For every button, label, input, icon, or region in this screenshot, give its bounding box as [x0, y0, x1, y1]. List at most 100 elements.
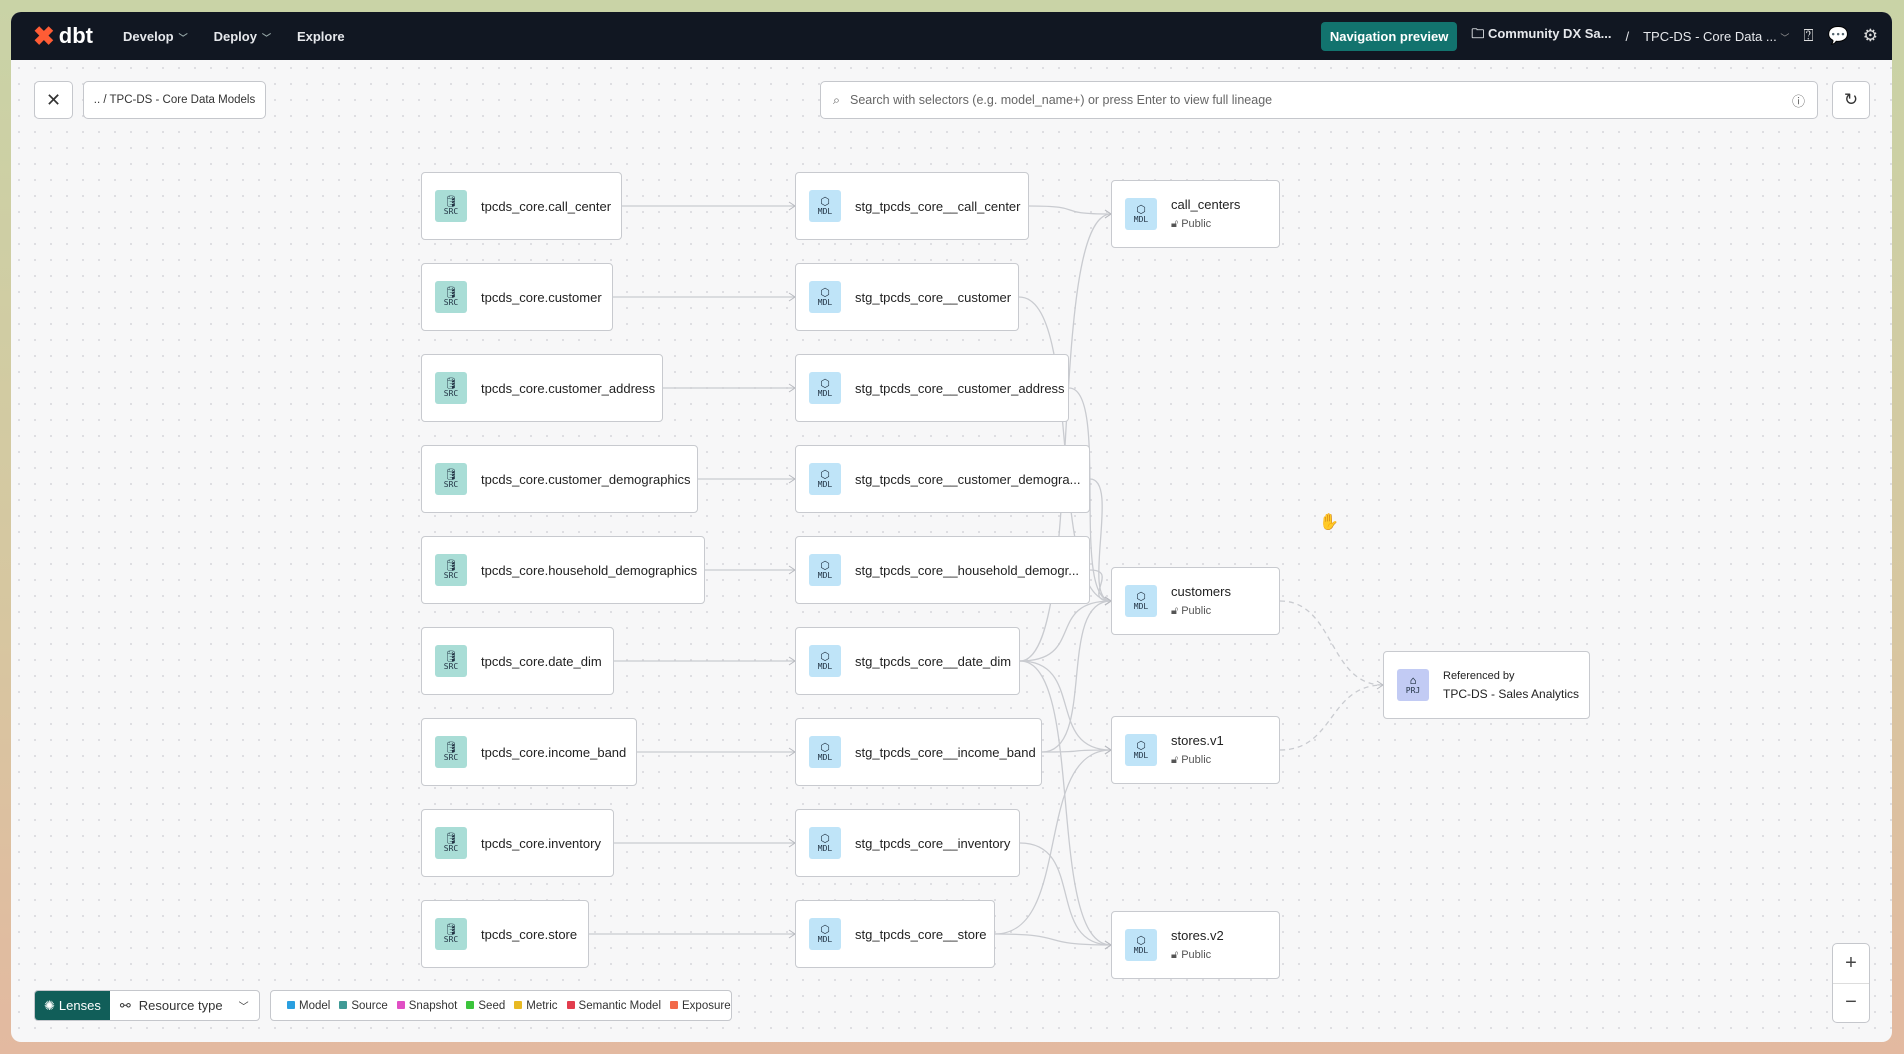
- nav-explore[interactable]: Explore: [296, 28, 345, 44]
- node-text: stg_tpcds_core__call_center: [855, 199, 1021, 214]
- node-text: tpcds_core.customer_demographics: [481, 472, 691, 487]
- lenses-button[interactable]: ✺Lenses: [35, 991, 110, 1020]
- staging-model-node[interactable]: ⬡MDL stg_tpcds_core__inventory: [795, 809, 1020, 877]
- node-text: tpcds_core.household_demographics: [481, 563, 697, 578]
- staging-model-node[interactable]: ⬡MDL stg_tpcds_core__customer: [795, 263, 1019, 331]
- mdl-badge-icon: ⬡MDL: [1125, 198, 1157, 230]
- src-badge-icon: 🛢︎SRC: [435, 918, 467, 950]
- cross-project-edge: [1279, 684, 1384, 751]
- node-name: stg_tpcds_core__income_band: [855, 744, 1036, 760]
- node-text: tpcds_core.customer: [481, 290, 602, 305]
- node-name: stg_tpcds_core__customer: [855, 289, 1012, 305]
- node-name: tpcds_core.income_band: [481, 744, 627, 760]
- staging-model-node[interactable]: ⬡MDL stg_tpcds_core__customer_demogra...: [795, 445, 1090, 513]
- legend-item-semantic-model[interactable]: Semantic Model: [566, 1000, 661, 1012]
- model-node[interactable]: ⬡MDL stores.v1🔓︎ Public: [1111, 716, 1280, 784]
- badge-label: MDL: [1133, 750, 1149, 760]
- project-selector[interactable]: TPC-DS - Core Data ... ﹀: [1643, 29, 1789, 44]
- close-button[interactable]: ✕: [34, 81, 73, 119]
- search-placeholder: Search with selectors (e.g. model_name+)…: [850, 93, 1273, 107]
- unlock-icon: 🔓︎: [1171, 754, 1182, 766]
- nav-deploy[interactable]: Deploy﹀: [214, 29, 271, 44]
- feedback-icon[interactable]: 💬: [1827, 26, 1849, 45]
- info-icon[interactable]: ⓘ: [1791, 93, 1805, 109]
- staging-model-node[interactable]: ⬡MDL stg_tpcds_core__call_center: [795, 172, 1029, 240]
- node-name: tpcds_core.household_demographics: [481, 562, 698, 578]
- search-input[interactable]: ⌕ Search with selectors (e.g. model_name…: [820, 81, 1818, 119]
- nav-develop[interactable]: Develop﹀: [123, 29, 188, 44]
- source-node[interactable]: 🛢︎SRC tpcds_core.date_dim: [421, 627, 614, 695]
- src-badge-icon: 🛢︎SRC: [435, 736, 467, 768]
- staging-model-node[interactable]: ⬡MDL stg_tpcds_core__household_demogr...: [795, 536, 1090, 604]
- staging-model-node[interactable]: ⬡MDL stg_tpcds_core__customer_address: [795, 354, 1069, 422]
- badge-label: MDL: [1133, 214, 1149, 224]
- source-node[interactable]: 🛢︎SRC tpcds_core.household_demographics: [421, 536, 705, 604]
- badge-label: SRC: [443, 388, 459, 398]
- node-name: tpcds_core.date_dim: [481, 653, 602, 669]
- source-node[interactable]: 🛢︎SRC tpcds_core.store: [421, 900, 589, 968]
- badge-label: SRC: [443, 206, 459, 216]
- staging-model-node[interactable]: ⬡MDL stg_tpcds_core__income_band: [795, 718, 1042, 786]
- node-text: stg_tpcds_core__inventory: [855, 836, 1010, 851]
- legend-item-exposure[interactable]: Exposure: [670, 1000, 731, 1012]
- access-label: 🔓︎ Public: [1171, 605, 1231, 618]
- legend-item-metric[interactable]: Metric: [514, 1000, 558, 1012]
- node-name: call_centers: [1171, 197, 1241, 212]
- node-text: call_centers🔓︎ Public: [1171, 197, 1240, 231]
- source-node[interactable]: 🛢︎SRC tpcds_core.customer_address: [421, 354, 663, 422]
- legend-item-source[interactable]: Source: [339, 1000, 388, 1012]
- account-breadcrumb[interactable]: 🗀 Community DX Sa...: [1471, 25, 1611, 47]
- dbt-logo[interactable]: ✖dbt: [33, 20, 93, 51]
- source-node[interactable]: 🛢︎SRC tpcds_core.call_center: [421, 172, 622, 240]
- node-text: stg_tpcds_core__customer_demogra...: [855, 472, 1080, 487]
- legend-item-snapshot[interactable]: Snapshot: [396, 1000, 457, 1012]
- badge-label: PRJ: [1405, 685, 1421, 695]
- source-node[interactable]: 🛢︎SRC tpcds_core.customer: [421, 263, 613, 331]
- breadcrumb-separator: /: [1625, 28, 1630, 44]
- settings-icon[interactable]: ⚙: [1862, 26, 1878, 45]
- source-node[interactable]: 🛢︎SRC tpcds_core.customer_demographics: [421, 445, 698, 513]
- breadcrumb[interactable]: .. / TPC-DS - Core Data Models: [83, 81, 266, 119]
- unlock-icon: 🔓︎: [1171, 218, 1182, 230]
- unlock-icon: 🔓︎: [1171, 949, 1182, 961]
- mdl-badge-icon: ⬡MDL: [809, 372, 841, 404]
- badge-label: MDL: [817, 297, 833, 307]
- app-window: ✖dbt Develop﹀ Deploy﹀ Explore Navigation…: [11, 12, 1892, 1042]
- navigation-preview-button[interactable]: Navigation preview: [1320, 21, 1458, 51]
- lineage-edge: [1019, 842, 1112, 946]
- staging-model-node[interactable]: ⬡MDL stg_tpcds_core__store: [795, 900, 995, 968]
- src-badge-icon: 🛢︎SRC: [435, 190, 467, 222]
- top-nav-bar: ✖dbt Develop﹀ Deploy﹀ Explore Navigation…: [11, 12, 1892, 60]
- node-name: stg_tpcds_core__inventory: [855, 835, 1011, 851]
- node-name: tpcds_core.customer_demographics: [481, 471, 691, 487]
- access-label: 🔓︎ Public: [1171, 949, 1224, 962]
- node-name: stores.v1: [1171, 733, 1224, 748]
- staging-model-node[interactable]: ⬡MDL stg_tpcds_core__date_dim: [795, 627, 1020, 695]
- legend-label: Seed: [478, 999, 506, 1012]
- node-text: customers🔓︎ Public: [1171, 584, 1231, 618]
- refresh-button[interactable]: ↻: [1832, 81, 1870, 119]
- zoom-out-button[interactable]: −: [1845, 991, 1857, 1014]
- legend-item-seed[interactable]: Seed: [466, 1000, 505, 1012]
- lineage-edge: [1019, 213, 1112, 662]
- model-node[interactable]: ⬡MDL call_centers🔓︎ Public: [1111, 180, 1280, 248]
- zoom-in-button[interactable]: +: [1833, 944, 1869, 984]
- help-icon[interactable]: ⍰: [1803, 26, 1814, 45]
- source-node[interactable]: 🛢︎SRC tpcds_core.inventory: [421, 809, 614, 877]
- access-value: Public: [1181, 754, 1212, 766]
- source-node[interactable]: 🛢︎SRC tpcds_core.income_band: [421, 718, 637, 786]
- resource-type-label: Resource type: [138, 998, 223, 1013]
- legend-item-model[interactable]: Model: [287, 1000, 330, 1012]
- model-node[interactable]: ⬡MDL stores.v2🔓︎ Public: [1111, 911, 1280, 979]
- model-node[interactable]: ⬡MDL customers🔓︎ Public: [1111, 567, 1280, 635]
- mdl-badge-icon: ⬡MDL: [809, 645, 841, 677]
- lineage-edge: [1028, 205, 1112, 215]
- chevron-down-icon: ﹀: [261, 32, 271, 43]
- node-text: tpcds_core.store: [481, 927, 577, 942]
- lenses-control[interactable]: ✺Lenses ⚯Resource type﹀: [34, 990, 260, 1021]
- node-name: stg_tpcds_core__customer_address: [855, 380, 1065, 396]
- resource-type-dropdown[interactable]: ⚯Resource type﹀: [110, 998, 259, 1014]
- node-text: stg_tpcds_core__store: [855, 927, 987, 942]
